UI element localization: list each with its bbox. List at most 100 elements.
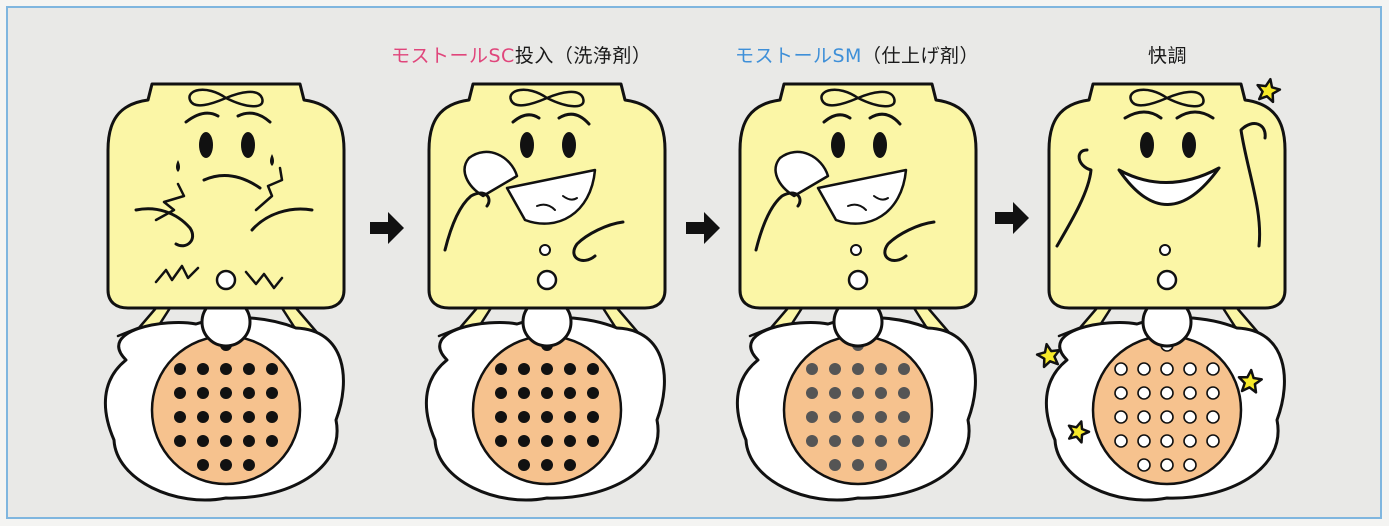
drain-hole: [220, 411, 232, 423]
drain-hole: [875, 459, 887, 471]
drain-hole: [1160, 458, 1174, 472]
star-icon: [1256, 77, 1282, 104]
drain-hole: [197, 363, 209, 375]
right-eye: [241, 132, 255, 158]
liquid-stream: [816, 168, 908, 225]
drain-hole: [266, 435, 278, 447]
star-icon: [1067, 420, 1091, 444]
right-brow: [236, 111, 272, 124]
drain-hole: [197, 411, 209, 423]
drain-hole: [829, 363, 841, 375]
bubble: [1156, 269, 1178, 291]
bubble: [850, 244, 862, 256]
drain-hole: [1114, 362, 1128, 376]
drain-hole: [518, 435, 530, 447]
drain-hole: [1137, 410, 1151, 424]
arm-holding-cup: [754, 191, 802, 252]
drain-hole: [806, 411, 818, 423]
right-eye: [562, 132, 576, 158]
drain-hole: [174, 435, 186, 447]
drain-holes: [806, 339, 910, 471]
drain-hole: [829, 459, 841, 471]
drain-hole: [898, 411, 910, 423]
drain-hole: [587, 411, 599, 423]
left-eye: [831, 132, 845, 158]
drain-hole: [875, 411, 887, 423]
drain-hole: [220, 435, 232, 447]
drain-hole: [541, 363, 553, 375]
drain-hole: [1137, 362, 1151, 376]
arrow-right-icon: [995, 202, 1029, 234]
star-icon: [1035, 342, 1061, 369]
drain-hole: [587, 363, 599, 375]
drain-hole: [495, 387, 507, 399]
right-brow: [1175, 110, 1215, 120]
drain-hole: [875, 435, 887, 447]
caption-step2: モストールSC投入（洗浄剤）: [391, 41, 651, 68]
drain-hole: [197, 387, 209, 399]
right-brow: [557, 112, 591, 126]
panel-clogged: [103, 82, 346, 502]
bow-icon: [509, 88, 585, 108]
drain-hole: [829, 435, 841, 447]
drain-hole: [1114, 434, 1128, 448]
drain-hole: [220, 459, 232, 471]
step2-note: 投入（洗浄剤）: [514, 45, 652, 67]
left-brow: [1123, 110, 1163, 120]
drain-hole: [564, 387, 576, 399]
bubble: [539, 244, 551, 256]
tear-icon: [176, 160, 180, 172]
drain-hole: [1160, 386, 1174, 400]
left-brow: [511, 113, 541, 124]
smile-mouth: [1117, 166, 1221, 206]
bubble: [1159, 244, 1171, 256]
drain-hole: [495, 363, 507, 375]
drain-hole: [829, 387, 841, 399]
product-sm-label: モストールSM: [735, 45, 862, 67]
drain-hole: [518, 411, 530, 423]
drain-hole: [564, 459, 576, 471]
arm-holding-cup: [443, 191, 491, 252]
drain-hole: [495, 435, 507, 447]
stream-lines: [847, 195, 889, 211]
drain-hole: [564, 411, 576, 423]
drain-hole: [243, 459, 255, 471]
drain-hole: [1206, 362, 1220, 376]
panel-drinking-finisher: [735, 82, 978, 502]
drain-hole: [1160, 362, 1174, 376]
drain-hole: [1114, 386, 1128, 400]
stream-lines: [536, 195, 578, 211]
caption-step4: 快調: [1148, 45, 1188, 67]
liquid-stream: [505, 168, 597, 225]
drain-hole: [806, 435, 818, 447]
drain-hole: [266, 363, 278, 375]
drain-holes: [174, 339, 278, 471]
drain-hole: [898, 363, 910, 375]
right-eye: [1182, 132, 1196, 158]
panel-drinking-cleaner: [424, 82, 667, 502]
right-arm: [883, 220, 936, 262]
drain-hole: [898, 387, 910, 399]
drain-hole: [541, 411, 553, 423]
drain-hole: [564, 435, 576, 447]
pain-lines: [154, 264, 284, 290]
drain-hole: [1183, 434, 1197, 448]
arrow-right-icon: [686, 212, 720, 244]
drain-hole: [852, 411, 864, 423]
drain-hole: [1114, 410, 1128, 424]
drain-hole: [541, 459, 553, 471]
step3-note: （仕上げ剤）: [861, 45, 979, 67]
drain-hole: [174, 363, 186, 375]
drain-hole: [1206, 434, 1220, 448]
drain-hole: [541, 387, 553, 399]
drain-hole: [1137, 386, 1151, 400]
right-eye: [873, 132, 887, 158]
star-icon: [1237, 368, 1263, 394]
tear-icon: [270, 154, 274, 166]
drain-holes: [495, 339, 599, 471]
drain-hole: [806, 387, 818, 399]
drain-hole: [1183, 362, 1197, 376]
drain-hole: [829, 411, 841, 423]
panel-clean: [1044, 82, 1287, 502]
